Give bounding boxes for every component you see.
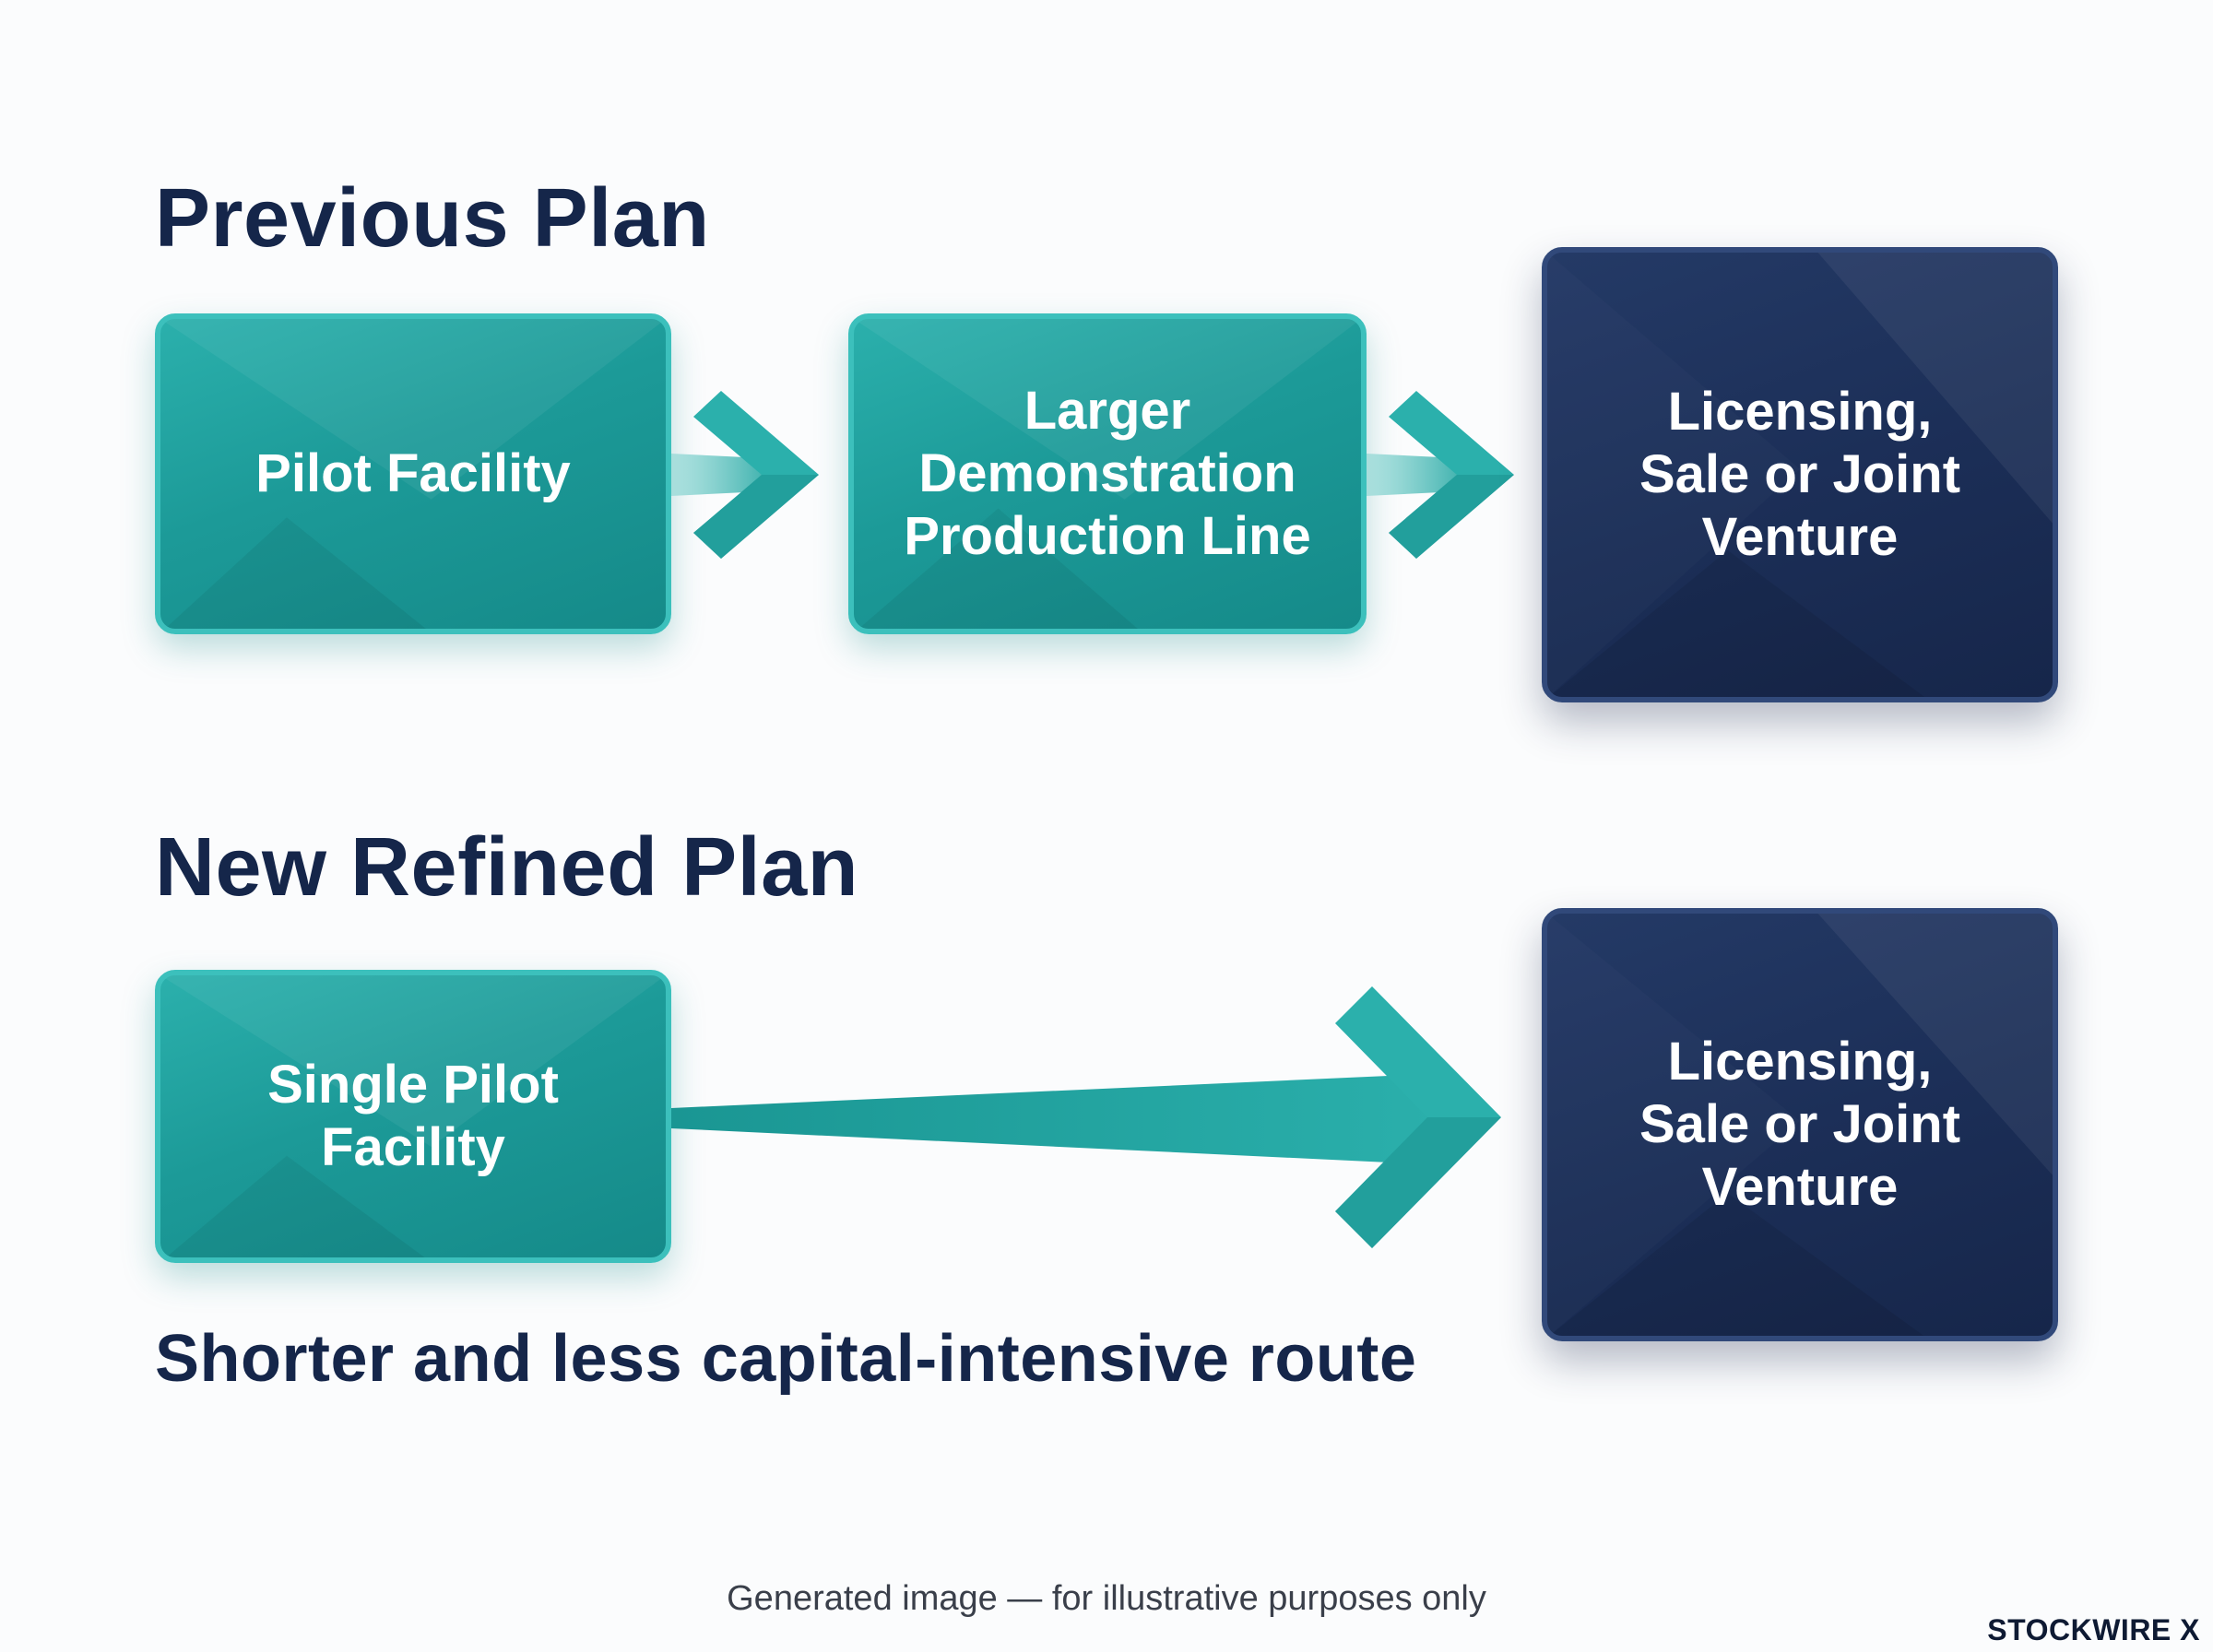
previous-plan-heading: Previous Plan <box>155 172 710 265</box>
licensing-sale-jv-label: Licensing, Sale or Joint Venture <box>1639 1032 1961 1217</box>
arrow-right-icon <box>671 391 819 559</box>
demonstration-line-box: Larger Demonstration Production Line <box>848 313 1367 634</box>
long-arrow-right-icon <box>671 986 1501 1248</box>
licensing-sale-jv-box: Licensing, Sale or Joint Venture <box>1542 908 2058 1341</box>
pilot-facility-box: Pilot Facility <box>155 313 671 634</box>
single-pilot-facility-box: Single Pilot Facility <box>155 970 671 1263</box>
arrow-right-icon <box>1367 391 1514 559</box>
disclaimer-note: Generated image — for illustrative purpo… <box>727 1579 1486 1618</box>
licensing-sale-jv-label: Licensing, Sale or Joint Venture <box>1639 382 1961 567</box>
new-refined-plan-heading: New Refined Plan <box>155 821 859 914</box>
route-tagline: Shorter and less capital-intensive route <box>155 1322 1417 1396</box>
licensing-sale-jv-box: Licensing, Sale or Joint Venture <box>1542 247 2058 702</box>
demonstration-line-label: Larger Demonstration Production Line <box>904 381 1311 566</box>
brand-logo: STOCKWIRE X <box>1987 1613 2200 1646</box>
single-pilot-facility-label: Single Pilot Facility <box>267 1055 559 1177</box>
pilot-facility-label: Pilot Facility <box>255 443 571 503</box>
